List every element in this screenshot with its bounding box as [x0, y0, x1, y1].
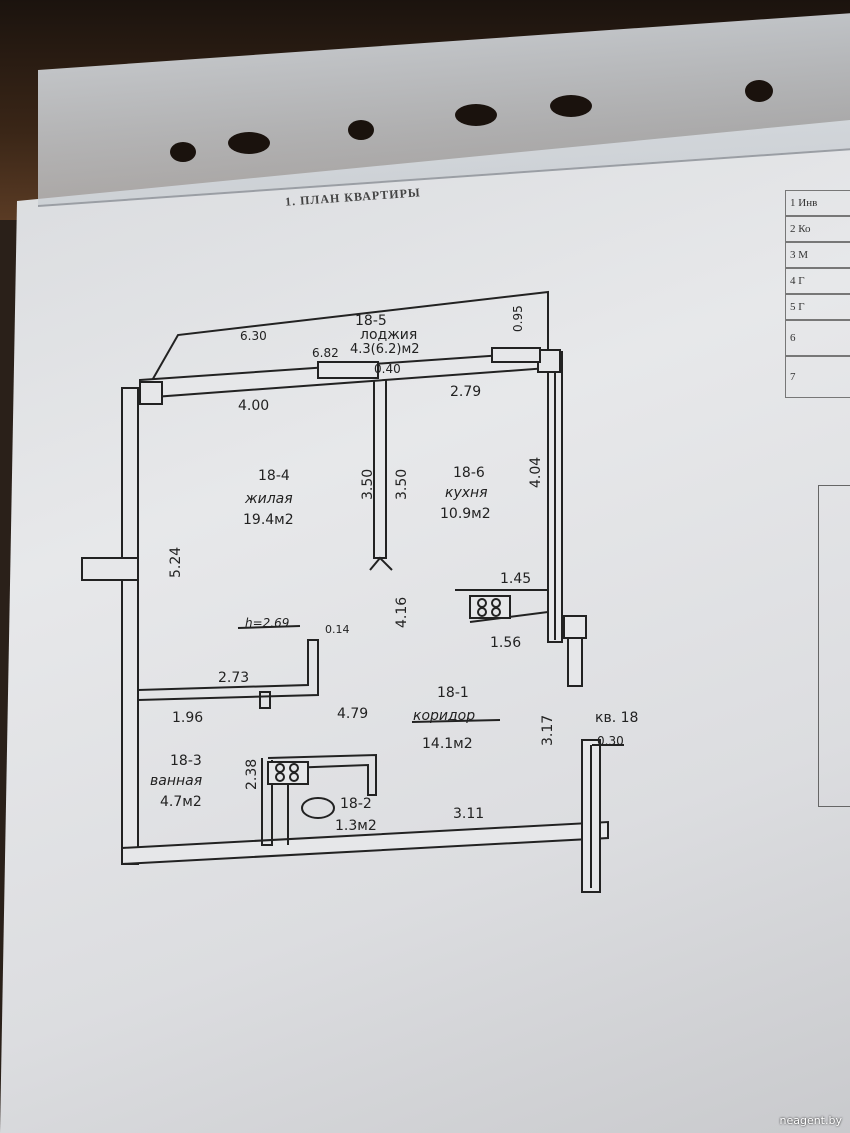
dim-3-17: 3.17	[540, 715, 556, 746]
room-name-18-3: ванная	[150, 773, 202, 789]
room-name-18-1: коридор	[413, 708, 475, 724]
dim-4-79: 4.79	[337, 706, 368, 722]
room-id-18-3: 18-3	[170, 753, 202, 769]
dim-1-56: 1.56	[490, 635, 521, 651]
room-area-18-6: 10.9м2	[440, 506, 491, 522]
dim-0-95: 0.95	[511, 305, 525, 332]
sink-icon	[267, 761, 309, 785]
wall-left	[121, 387, 139, 865]
room-name-18-4: жилая	[244, 491, 293, 507]
dim-4-04: 4.04	[528, 457, 544, 488]
dim-3-50-b: 3.50	[394, 469, 410, 500]
dim-3-50-a: 3.50	[360, 469, 376, 500]
column	[139, 381, 163, 405]
side-table-row: 7	[785, 356, 850, 398]
dim-2-73: 2.73	[218, 670, 249, 686]
room-area-18-4: 19.4м2	[243, 512, 294, 528]
column	[563, 615, 587, 639]
dim-4-16: 4.16	[394, 597, 410, 628]
room-name-18-5: лоджия	[360, 327, 417, 343]
dim-6-82: 6.82	[312, 346, 339, 360]
room-name-18-6: кухня	[445, 485, 488, 501]
side-box	[818, 485, 850, 807]
room-area-18-5: 4.3(6.2)м2	[350, 342, 420, 357]
punch-hole	[455, 104, 497, 126]
punch-hole	[348, 120, 374, 140]
room-id-18-4: 18-4	[258, 468, 290, 484]
watermark: neagent.by	[779, 1114, 842, 1127]
side-table-row: 6	[785, 320, 850, 356]
dim-2-79: 2.79	[450, 384, 481, 400]
dim-0-40: 0.40	[374, 362, 401, 376]
punch-hole	[228, 132, 270, 154]
window-block	[317, 361, 379, 379]
room-id-18-5: 18-5	[355, 313, 387, 329]
dim-1-96: 1.96	[172, 710, 203, 726]
toilet-icon	[301, 797, 335, 819]
room-id-18-2: 18-2	[340, 796, 372, 812]
ceiling-height: h=2.69	[245, 616, 289, 630]
dim-0-30: 0.30	[597, 734, 624, 748]
punch-hole	[550, 95, 592, 117]
paper-sheet	[0, 120, 850, 1133]
room-area-18-3: 4.7м2	[160, 794, 202, 810]
dim-0-14: 0.14	[325, 623, 350, 636]
side-table-row: 2 Ко	[785, 216, 850, 242]
punch-hole	[745, 80, 773, 102]
dim-1-45: 1.45	[500, 571, 531, 587]
dim-3-11: 3.11	[453, 806, 484, 822]
punch-hole	[170, 142, 196, 162]
room-area-18-2: 1.3м2	[335, 818, 377, 834]
room-id-18-1: 18-1	[437, 685, 469, 701]
side-table-row: 4 Г	[785, 268, 850, 294]
dim-2-38: 2.38	[244, 759, 260, 790]
stove-icon	[469, 595, 511, 619]
loggia-outline	[137, 290, 549, 406]
wall-bottom	[121, 820, 609, 866]
wall-stub	[81, 557, 139, 581]
room-area-18-1: 14.1м2	[422, 736, 473, 752]
side-table-row: 3 М	[785, 242, 850, 268]
side-table: 1 Инв 2 Ко 3 М 4 Г 5 Г 6 7	[785, 190, 850, 398]
column	[537, 349, 561, 373]
dim-6-30: 6.30	[240, 329, 267, 343]
side-table-row: 1 Инв	[785, 190, 850, 216]
dim-4-00: 4.00	[238, 398, 269, 414]
dim-5-24: 5.24	[168, 547, 184, 578]
apartment-label: кв. 18	[595, 710, 638, 726]
room-id-18-6: 18-6	[453, 465, 485, 481]
side-table-row: 5 Г	[785, 294, 850, 320]
